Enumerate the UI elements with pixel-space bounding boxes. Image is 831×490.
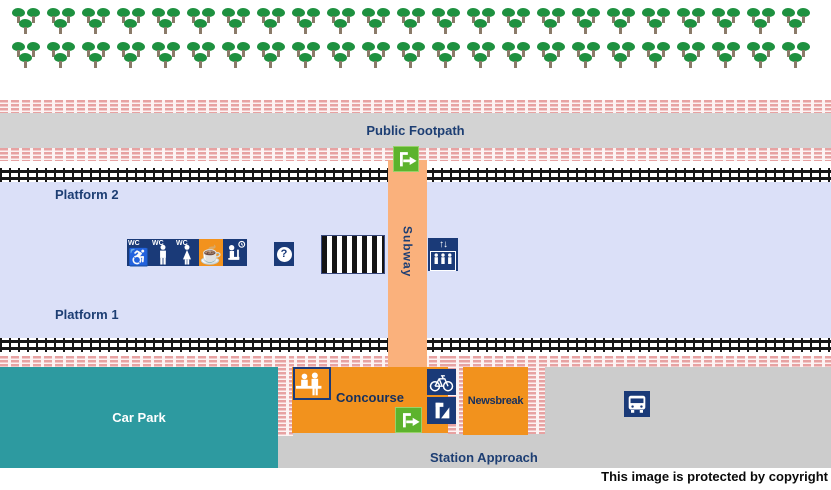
exit-sign-icon-top (393, 146, 419, 172)
accessible-toilet-icon: WC ♿ (127, 239, 151, 267)
tree-cluster-icon (222, 8, 252, 36)
tree-cluster-icon (607, 42, 637, 70)
refreshments-icon: ☕ (199, 239, 223, 266)
tree-cluster-icon (502, 42, 532, 70)
womens-toilet-icon: WC (175, 239, 199, 266)
mens-toilet-icon: WC (151, 239, 175, 266)
tree-cluster-icon (502, 8, 532, 36)
bus-stop-icon (624, 391, 650, 417)
coffee-cup-icon: ☕ (199, 245, 223, 265)
tree-cluster-icon (152, 8, 182, 36)
woman-icon (182, 244, 192, 265)
tree-cluster-icon (117, 42, 147, 70)
public-footpath-label: Public Footpath (366, 123, 465, 138)
tree-cluster-icon (222, 42, 252, 70)
tree-cluster-icon (642, 42, 672, 70)
platform-2-label: Platform 2 (55, 187, 119, 202)
tree-cluster-icon (432, 42, 462, 70)
tree-cluster-icon (187, 8, 217, 36)
tree-cluster-icon (642, 8, 672, 36)
up-down-arrows-icon: ↑↓ (439, 239, 448, 250)
cycle-storage-icon (427, 369, 456, 395)
tree-cluster-icon (327, 42, 357, 70)
copyright-notice: This image is protected by copyright (601, 469, 828, 484)
car-park-area: Car Park (0, 367, 278, 468)
tree-cluster-icon (677, 42, 707, 70)
tree-cluster-icon (712, 42, 742, 70)
tree-cluster-icon (292, 8, 322, 36)
tree-cluster-icon (432, 8, 462, 36)
tree-cluster-icon (362, 8, 392, 36)
tree-cluster-icon (397, 42, 427, 70)
telephone-icon (427, 397, 456, 424)
tree-cluster-icon (537, 42, 567, 70)
newsbreak-shop: Newsbreak (463, 367, 528, 435)
tree-cluster-icon (747, 8, 777, 36)
tree-cluster-icon (467, 8, 497, 36)
concourse-label: Concourse (336, 390, 404, 405)
subway-strip: Subway (388, 160, 427, 368)
brick-wall-left-of-concourse (278, 356, 293, 436)
tree-cluster-icon (117, 8, 147, 36)
tree-cluster-icon (572, 42, 602, 70)
tree-cluster-icon (607, 8, 637, 36)
newsbreak-label: Newsbreak (467, 395, 524, 407)
subway-label: Subway (400, 226, 415, 278)
exit-sign-icon-bottom (395, 407, 422, 433)
tree-cluster-icon (12, 8, 42, 36)
tree-cluster-icon (397, 8, 427, 36)
tree-cluster-icon (12, 42, 42, 70)
tree-cluster-icon (362, 42, 392, 70)
tree-cluster-icon (257, 8, 287, 36)
tree-cluster-icon (152, 42, 182, 70)
brick-wall-right-of-newsbreak (528, 356, 545, 434)
zebra-crossing-icon (321, 235, 385, 274)
tree-cluster-icon (782, 8, 812, 36)
waiting-room-icon (223, 239, 247, 266)
tree-cluster-icon (677, 8, 707, 36)
tree-cluster-icon (747, 42, 777, 70)
brick-wall-top (0, 100, 831, 113)
tree-cluster-icon (47, 8, 77, 36)
tree-cluster-icon (467, 42, 497, 70)
tree-cluster-icon (782, 42, 812, 70)
station-approach-label: Station Approach (430, 450, 538, 465)
tree-cluster-icon (327, 8, 357, 36)
car-park-label: Car Park (112, 410, 166, 425)
tree-cluster-icon (82, 42, 112, 70)
tree-cluster-icon (47, 42, 77, 70)
lift-cabin-icon (430, 251, 456, 271)
bicycle-icon (429, 374, 454, 391)
tree-cluster-icon (257, 42, 287, 70)
question-mark-icon: ? (276, 246, 292, 262)
tree-cluster-icon (537, 8, 567, 36)
seated-person-clock-icon (228, 240, 246, 260)
public-footpath-band: Public Footpath (0, 113, 831, 148)
tree-cluster-icon (292, 42, 322, 70)
platform-1-label: Platform 1 (55, 307, 119, 322)
wheelchair-icon: ♿ (128, 248, 150, 267)
tree-cluster-icon (572, 8, 602, 36)
lift-icon: ↑↓ (428, 238, 458, 271)
ticket-office-icon (293, 367, 331, 400)
facilities-icon-bar: WC ♿ WC WC (127, 239, 247, 266)
bus-icon (628, 395, 646, 413)
help-point-icon: ? (274, 242, 294, 266)
man-icon (160, 244, 166, 265)
tree-cluster-icon (82, 8, 112, 36)
tree-cluster-icon (712, 8, 742, 36)
tree-cluster-icon (187, 42, 217, 70)
